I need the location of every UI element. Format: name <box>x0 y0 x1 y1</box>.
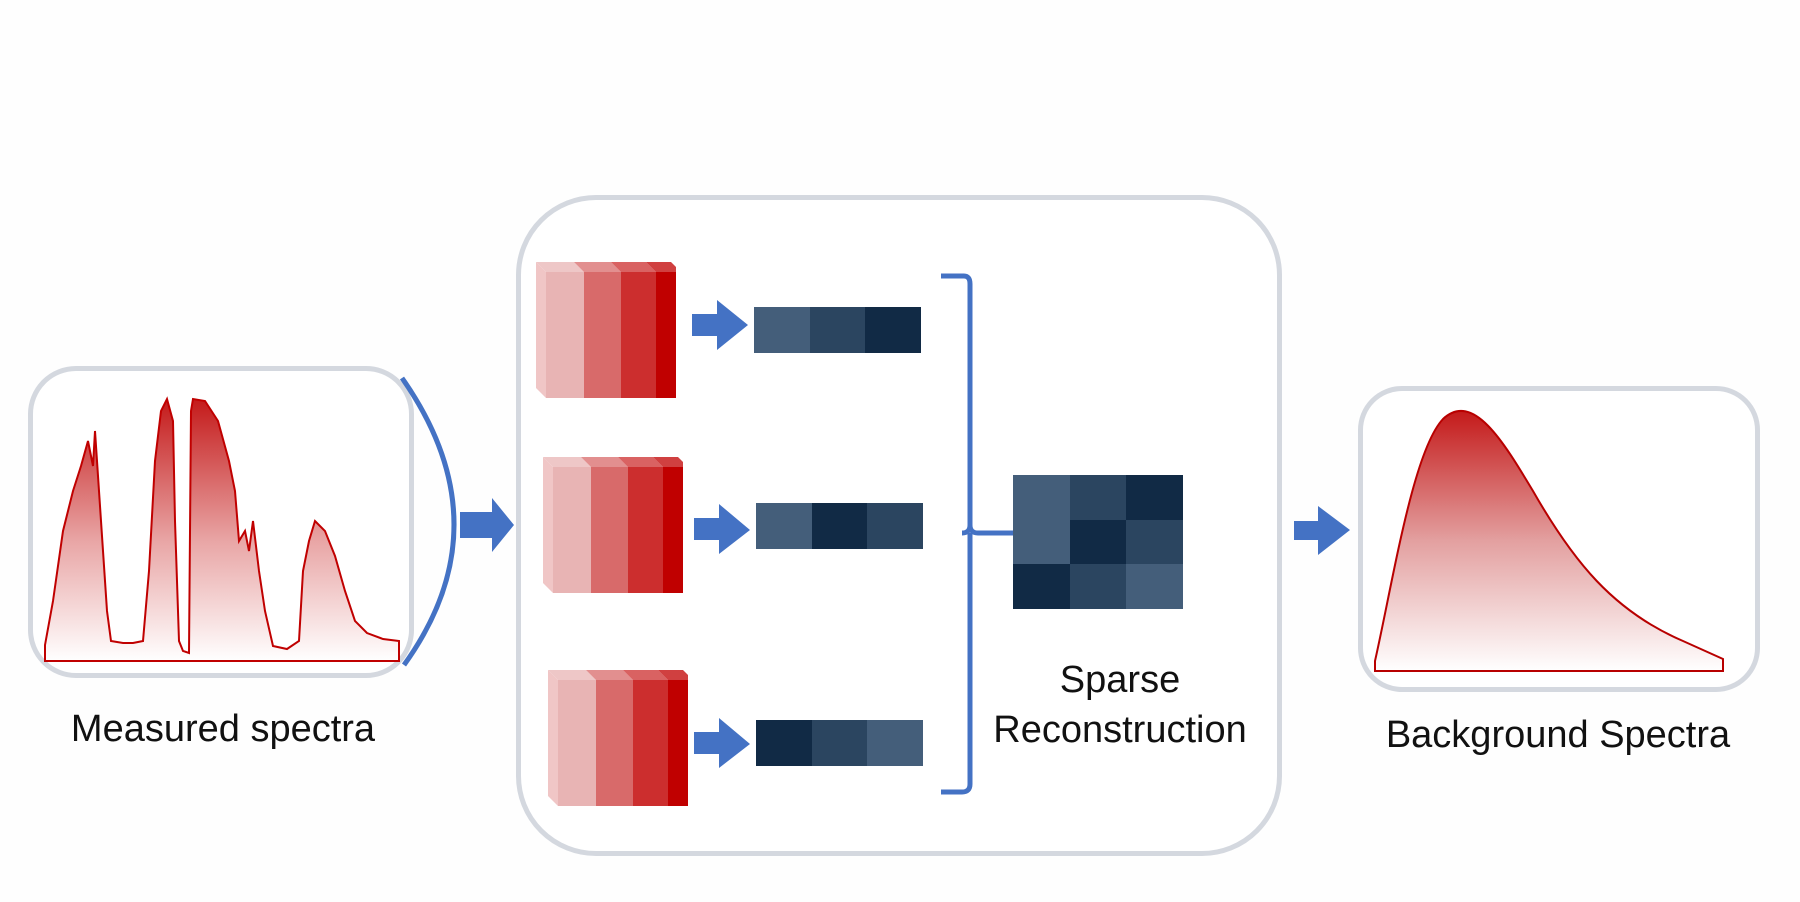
cube-band-top <box>646 262 676 272</box>
background-spectrum-curve <box>1374 410 1724 672</box>
coefficient-cell <box>867 720 924 766</box>
cube-band-top <box>574 262 621 272</box>
background-spectra-panel <box>1358 386 1760 692</box>
coefficient-cell <box>811 720 868 766</box>
cube-band <box>668 680 688 806</box>
cube-band-top <box>653 457 683 467</box>
arrow-right-icon <box>1294 506 1350 555</box>
merge-bracket <box>941 273 1017 795</box>
cube-band-top <box>623 670 668 680</box>
cube-band-top <box>618 457 663 467</box>
cube-side <box>543 457 553 593</box>
measured-spectra-label: Measured spectra <box>70 708 376 750</box>
cube-band <box>546 272 584 398</box>
arrow-right-icon <box>460 498 514 552</box>
cube-band-top <box>536 262 584 272</box>
matrix-cell <box>1069 564 1127 609</box>
coefficient-cell <box>756 720 812 766</box>
cube-band <box>584 272 621 398</box>
cube-band <box>663 467 683 593</box>
sparse-label-line1: Sparse <box>1059 659 1181 701</box>
coefficient-cell <box>867 503 924 549</box>
cube-band-top <box>543 457 591 467</box>
cube-side <box>548 670 558 806</box>
background-spectrum-plot <box>1374 410 1724 672</box>
cube-band <box>633 680 668 806</box>
cube-band <box>621 272 656 398</box>
arrow-right-icon <box>692 300 748 350</box>
sparse-coefficient-matrix <box>1013 475 1183 609</box>
coefficient-cell <box>756 503 812 549</box>
cube-band <box>596 680 633 806</box>
measured-spectra-panel <box>28 366 414 678</box>
matrix-cell <box>1013 519 1070 565</box>
arrow-right-icon <box>694 504 750 554</box>
matrix-cell <box>1126 519 1183 565</box>
cube-band-top <box>581 457 628 467</box>
spectral-cube-icon <box>543 457 683 593</box>
spectral-cube-icon <box>536 262 676 398</box>
cube-band <box>628 467 663 593</box>
input-bracket-arc <box>399 376 457 667</box>
cube-band <box>553 467 591 593</box>
matrix-cell <box>1069 519 1127 565</box>
cube-band-top <box>611 262 656 272</box>
spectral-cube-icon <box>548 670 688 806</box>
arrow-right-icon <box>694 718 750 768</box>
cube-band <box>558 680 596 806</box>
cube-side <box>536 262 546 398</box>
sparse-coefficient-vector <box>756 503 924 549</box>
cube-band-top <box>586 670 633 680</box>
cube-band-top <box>658 670 688 680</box>
background-spectra-label: Background Spectra <box>1385 714 1731 756</box>
coefficient-cell <box>809 307 866 353</box>
matrix-cell <box>1069 475 1127 520</box>
measured-spectrum-plot <box>44 396 400 662</box>
sparse-reconstruction-label: Sparse Reconstruction <box>970 655 1270 755</box>
coefficient-cell <box>865 307 922 353</box>
measured-spectrum-curve <box>44 396 400 662</box>
cube-band <box>656 272 676 398</box>
coefficient-cell <box>754 307 810 353</box>
cube-band-top <box>548 670 596 680</box>
matrix-cell <box>1126 564 1183 609</box>
cube-band <box>591 467 628 593</box>
sparse-coefficient-vector <box>756 720 924 766</box>
coefficient-cell <box>811 503 868 549</box>
matrix-cell <box>1013 475 1070 520</box>
matrix-cell <box>1013 564 1070 609</box>
matrix-cell <box>1126 475 1183 520</box>
sparse-coefficient-vector <box>754 307 922 353</box>
sparse-label-line2: Reconstruction <box>993 709 1247 751</box>
